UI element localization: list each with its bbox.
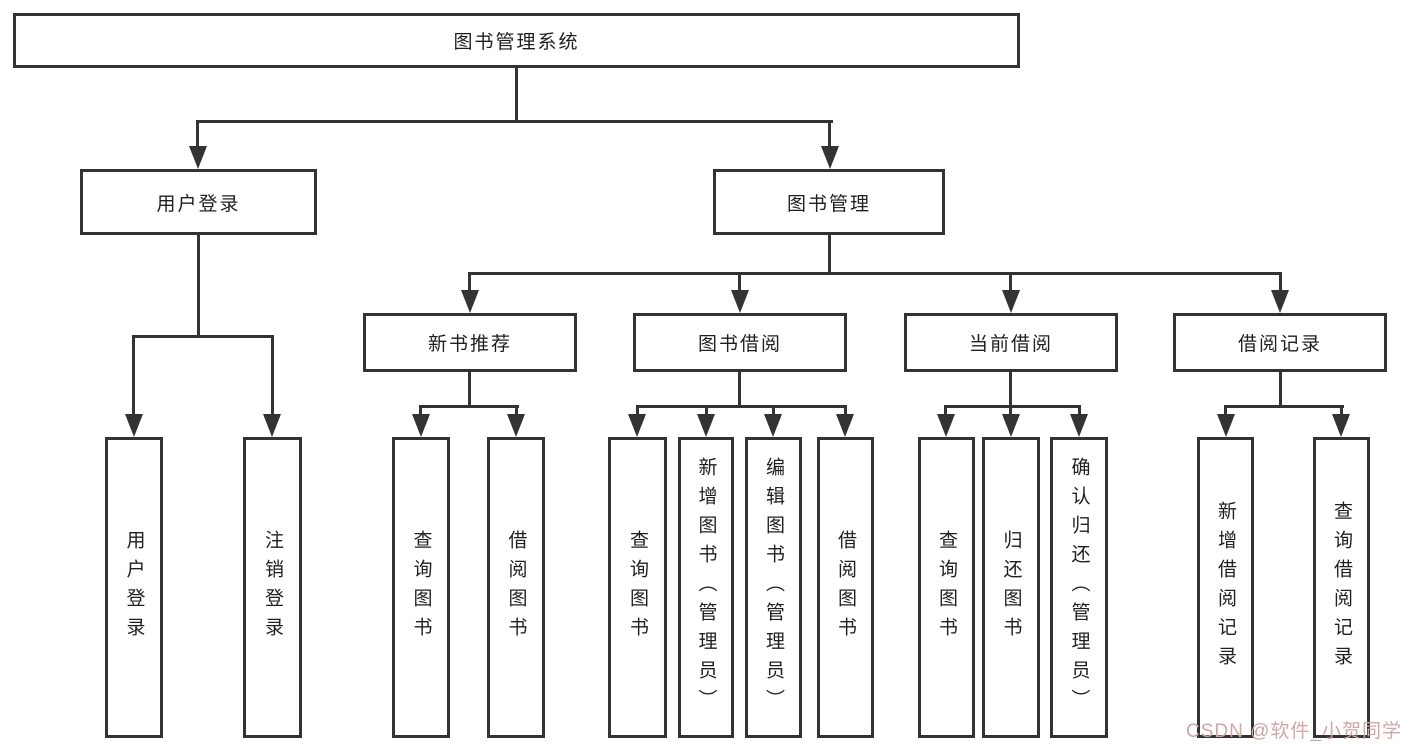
leaf-edit-books-admin: 编辑图书（管理员） xyxy=(745,437,802,738)
arrow-down-icon xyxy=(764,414,782,437)
node-library-management-system: 图书管理系统 xyxy=(13,13,1020,68)
connector-line xyxy=(1009,272,1012,292)
connector-line xyxy=(944,405,1081,408)
connector-line xyxy=(828,120,831,148)
connector-line xyxy=(738,372,741,405)
node-borrowing-records: 借阅记录 xyxy=(1173,313,1387,372)
leaf-query-books-recommend: 查询图书 xyxy=(392,437,450,738)
arrow-down-icon xyxy=(1271,290,1289,313)
connector-line xyxy=(844,405,847,417)
connector-line xyxy=(468,272,1282,275)
connector-line xyxy=(515,405,518,417)
leaf-query-borrow-record: 查询借阅记录 xyxy=(1313,437,1370,738)
connector-line xyxy=(419,405,422,417)
connector-line xyxy=(1078,405,1081,417)
connector-line xyxy=(1224,405,1227,417)
connector-line xyxy=(132,335,135,416)
connector-line xyxy=(828,235,831,272)
leaf-borrow-books-recommend: 借阅图书 xyxy=(487,437,545,738)
connector-line xyxy=(1340,405,1343,417)
node-new-book-recommendation: 新书推荐 xyxy=(363,313,577,372)
connector-line xyxy=(196,120,199,148)
arrow-down-icon xyxy=(1002,414,1020,437)
connector-line xyxy=(738,272,741,292)
leaf-return-books: 归还图书 xyxy=(982,437,1040,738)
arrow-down-icon xyxy=(731,290,749,313)
connector-line xyxy=(132,335,274,338)
connector-line xyxy=(197,235,200,335)
node-book-borrowing: 图书借阅 xyxy=(633,313,847,372)
connector-line xyxy=(468,272,471,292)
connector-line xyxy=(705,405,708,417)
arrow-down-icon xyxy=(507,414,525,437)
connector-line xyxy=(1279,272,1282,292)
arrow-down-icon xyxy=(697,414,715,437)
connector-line xyxy=(1224,405,1344,408)
arrow-down-icon xyxy=(1070,414,1088,437)
connector-line xyxy=(636,405,847,408)
leaf-user-login: 用户登录 xyxy=(105,437,163,738)
connector-line xyxy=(1009,405,1012,417)
leaf-logout: 注销登录 xyxy=(243,437,302,738)
node-user-login: 用户登录 xyxy=(80,169,317,235)
node-book-management: 图书管理 xyxy=(713,169,945,235)
arrow-down-icon xyxy=(836,414,854,437)
arrow-down-icon xyxy=(1002,290,1020,313)
arrow-down-icon xyxy=(412,414,430,437)
leaf-confirm-return-admin: 确认归还（管理员） xyxy=(1050,437,1108,738)
connector-line xyxy=(636,405,639,417)
leaf-query-books-current: 查询图书 xyxy=(918,437,975,738)
connector-line xyxy=(419,405,519,408)
connector-line xyxy=(515,68,518,122)
leaf-add-borrow-record: 新增借阅记录 xyxy=(1197,437,1254,738)
connector-line xyxy=(468,372,471,405)
arrow-down-icon xyxy=(821,146,839,169)
connector-line xyxy=(271,335,274,416)
node-current-borrowing: 当前借阅 xyxy=(904,313,1118,372)
connector-line xyxy=(1279,372,1282,405)
leaf-borrow-books: 借阅图书 xyxy=(817,437,874,738)
arrow-down-icon xyxy=(263,414,281,437)
arrow-down-icon xyxy=(628,414,646,437)
leaf-query-books-borrowing: 查询图书 xyxy=(608,437,667,738)
leaf-add-books-admin: 新增图书（管理员） xyxy=(678,437,734,738)
arrow-down-icon xyxy=(937,414,955,437)
arrow-down-icon xyxy=(1217,414,1235,437)
arrow-down-icon xyxy=(461,290,479,313)
connector-line xyxy=(944,405,947,417)
connector-line xyxy=(772,405,775,417)
connector-line xyxy=(196,120,833,123)
csdn-watermark: CSDN @软件_小贺同学 xyxy=(1186,721,1402,742)
arrow-down-icon xyxy=(125,414,143,437)
arrow-down-icon xyxy=(1332,414,1350,437)
arrow-down-icon xyxy=(189,146,207,169)
connector-line xyxy=(1009,372,1012,405)
